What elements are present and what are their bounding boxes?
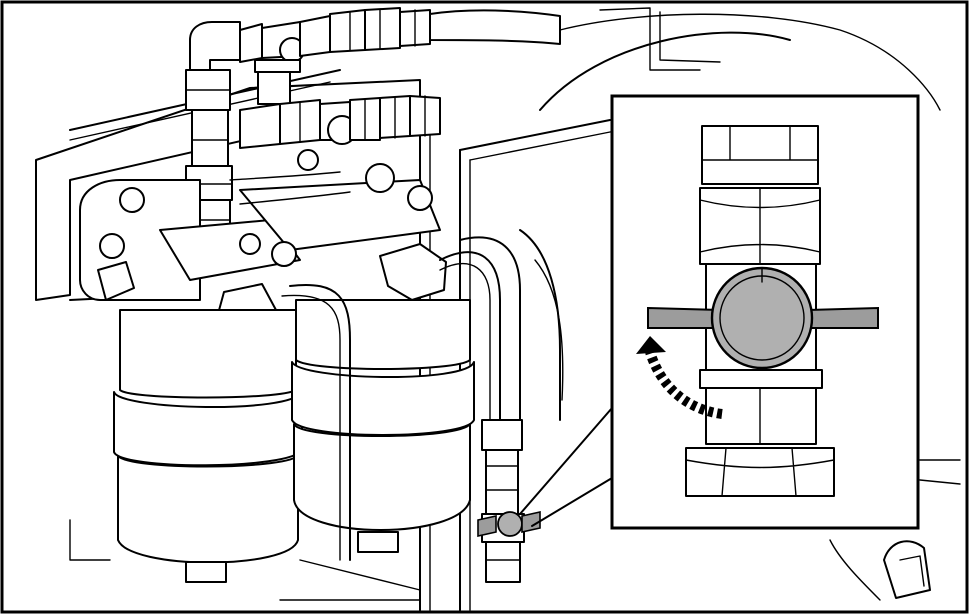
drain-valve-handle-right [521, 511, 541, 533]
inset-top-cap [701, 125, 819, 185]
inset-bottom-nut [685, 447, 835, 497]
inset-handle-right [807, 306, 879, 329]
inset-valve-knob [710, 266, 814, 370]
fuel-lines [281, 236, 521, 561]
callout-leaders [519, 407, 613, 527]
right-filter-canister [291, 299, 475, 553]
left-filter-canister [113, 309, 303, 583]
engine-side [829, 459, 961, 601]
inset-handle-left [647, 306, 721, 329]
drain-valve-handle-left [477, 515, 497, 537]
valve-detail-inset [610, 94, 920, 530]
upper-hose-fittings [189, 7, 561, 105]
drain-valve [477, 419, 541, 583]
rotation-arrow [636, 336, 723, 419]
middle-hose-fittings [239, 95, 441, 149]
drain-valve-knob [497, 511, 523, 537]
